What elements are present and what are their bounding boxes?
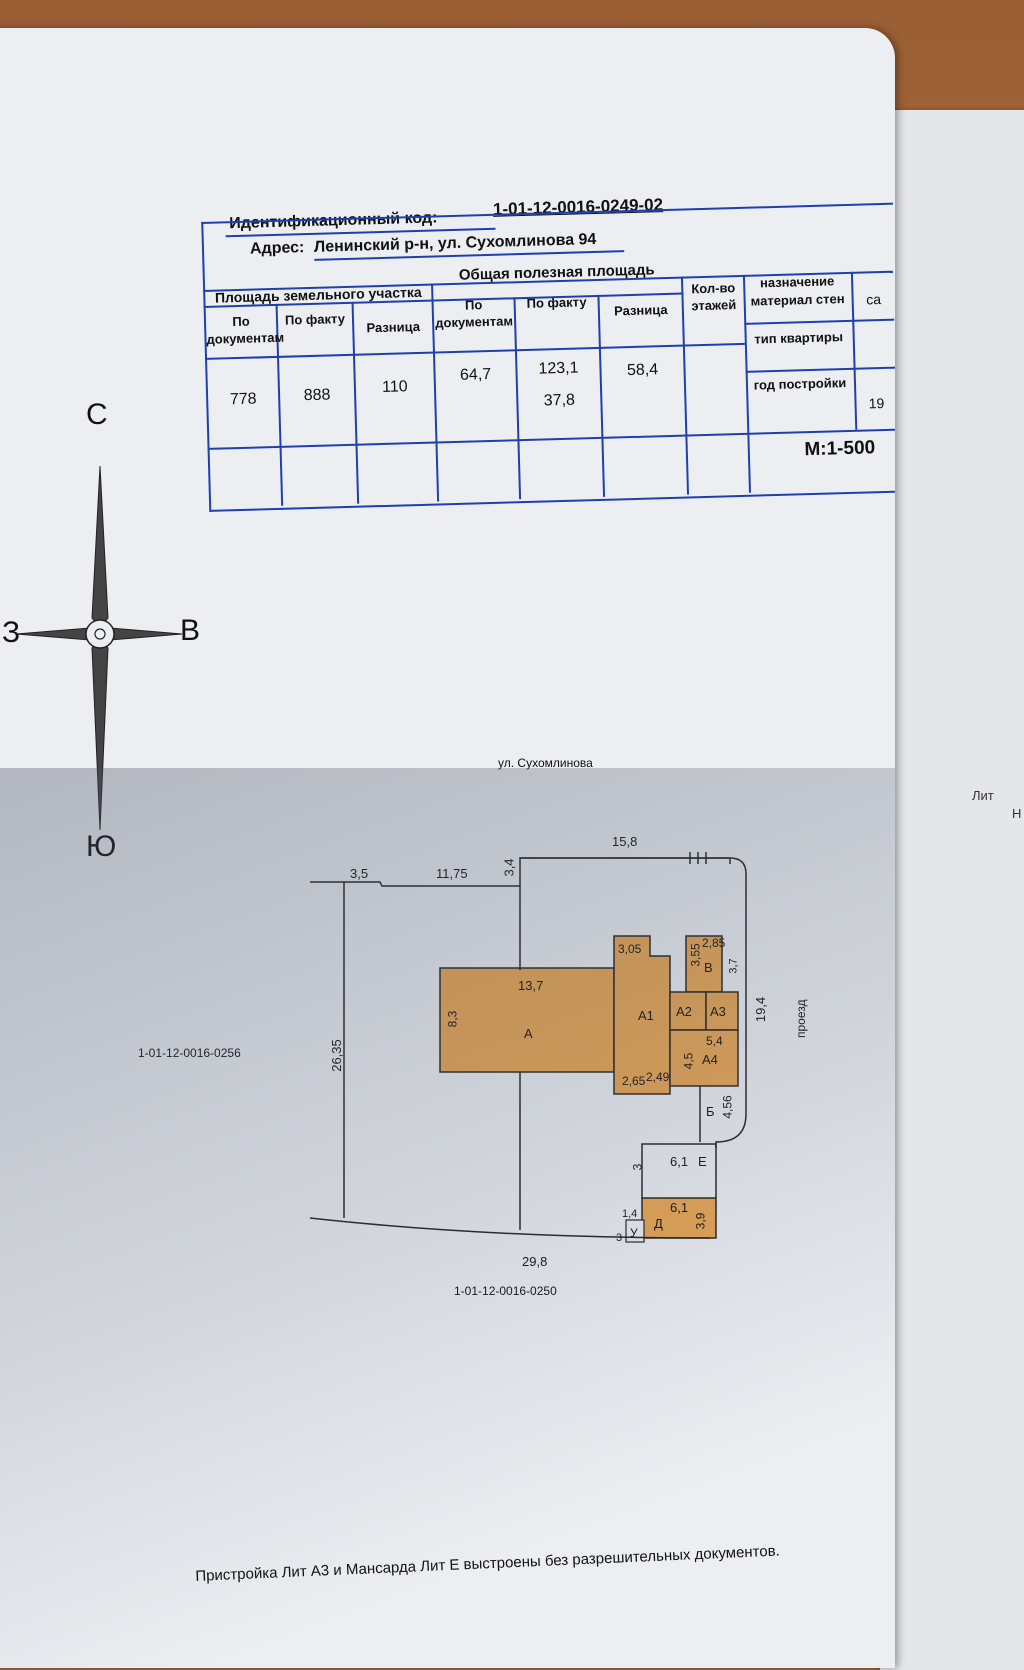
building-U bbox=[625, 1219, 645, 1243]
dim-3-b: 3 bbox=[616, 1232, 623, 1244]
lit-U: У bbox=[630, 1226, 638, 1240]
dim-3: 3 bbox=[630, 1163, 645, 1171]
lit-A3: А3 bbox=[710, 1004, 726, 1019]
dim-3-9: 3,9 bbox=[693, 1212, 708, 1230]
passport-table: Идентификационный код: 1-01-12-0016-0249… bbox=[200, 159, 895, 538]
dim-4-5: 4,5 bbox=[681, 1052, 696, 1070]
land-fact-value: 888 bbox=[303, 386, 331, 405]
scale-label: М:1-500 bbox=[804, 437, 876, 461]
useful-diff-value: 58,4 bbox=[626, 361, 659, 380]
purpose-label: назначение bbox=[759, 273, 835, 291]
dim-3-4: 3,4 bbox=[501, 858, 517, 877]
dim-4-56: 4,56 bbox=[720, 1095, 735, 1119]
dim-3-5: 3,5 bbox=[350, 866, 369, 881]
compass-east: В bbox=[180, 614, 201, 647]
next-page-lit: Лит bbox=[972, 788, 994, 803]
dim-8-3: 8,3 bbox=[445, 1010, 460, 1028]
land-diff-value: 110 bbox=[381, 378, 408, 396]
street-label: ул. Сухомлинова bbox=[498, 756, 593, 770]
compass-rose bbox=[15, 465, 183, 831]
compass-north: С bbox=[86, 398, 108, 431]
dim-3-7: 3,7 bbox=[727, 958, 740, 974]
dim-3-05: 3,05 bbox=[618, 942, 642, 956]
building-A1 bbox=[613, 935, 671, 1095]
compass-west: З bbox=[2, 616, 21, 649]
neighbor-south-label: 1-01-12-0016-0250 bbox=[454, 1284, 557, 1298]
dim-5-4: 5,4 bbox=[706, 1034, 723, 1048]
table-frame bbox=[201, 202, 895, 512]
build-year-label: год постройки bbox=[753, 375, 847, 393]
lit-A: А bbox=[524, 1026, 533, 1041]
build-year-value: 19 bbox=[868, 394, 885, 412]
building-A4 bbox=[669, 1029, 739, 1087]
useful-diff-header: Разница bbox=[613, 301, 668, 319]
building-D bbox=[641, 1197, 717, 1239]
site-plan-drawing bbox=[309, 852, 747, 1243]
building-A3 bbox=[705, 991, 739, 1031]
compass-center bbox=[85, 619, 115, 649]
dim-19-4: 19,4 bbox=[753, 996, 769, 1023]
dim-11-75: 11,75 bbox=[436, 866, 468, 881]
apartment-type-label: тип квартиры bbox=[754, 329, 844, 347]
footnote: Пристройка Лит А3 и Мансарда Лит Е выстр… bbox=[195, 1542, 781, 1585]
lit-B-building: В bbox=[704, 960, 713, 975]
compass-south-arm bbox=[91, 637, 109, 831]
lit-A1: А1 bbox=[638, 1008, 654, 1023]
dim-3-55: 3,55 bbox=[688, 943, 703, 967]
document-page: Идентификационный код: 1-01-12-0016-0249… bbox=[0, 28, 895, 1668]
dim-29-8: 29,8 bbox=[522, 1254, 548, 1269]
compass-north-arm bbox=[91, 465, 109, 629]
useful-docs-header: По документам bbox=[435, 297, 514, 331]
land-diff-header: Разница bbox=[366, 318, 421, 336]
dim-top: 15,8 bbox=[612, 834, 638, 849]
lit-D: Д bbox=[654, 1216, 663, 1231]
dim-2-65: 2,65 bbox=[622, 1074, 646, 1088]
useful-fact-value: 123,1 bbox=[538, 359, 579, 378]
useful-fact-value-2: 37,8 bbox=[543, 391, 576, 410]
dim-6-1-d: 6,1 bbox=[670, 1200, 689, 1215]
wall-material-label: материал стен bbox=[750, 291, 845, 309]
next-page: Лит Н bbox=[880, 110, 1024, 1670]
land-docs-header: По документам bbox=[206, 313, 285, 347]
dim-2-49: 2,49 bbox=[646, 1070, 670, 1084]
site-plan: 15,8 3,5 11,75 3,4 26,35 29,8 19,4 4,56 … bbox=[290, 798, 810, 1318]
purpose-value: са bbox=[866, 291, 882, 308]
compass-south: Ю bbox=[86, 830, 117, 863]
neighbor-west-label: 1-01-12-0016-0256 bbox=[138, 1046, 241, 1060]
useful-fact-header: По факту bbox=[526, 294, 587, 311]
land-fact-header: По факту bbox=[284, 311, 346, 328]
lit-A2: А2 bbox=[676, 1004, 692, 1019]
dim-2-85: 2,85 bbox=[702, 936, 726, 950]
dim-26-35: 26,35 bbox=[328, 1039, 344, 1072]
lit-B-yard: Б bbox=[706, 1104, 715, 1119]
lit-E: Е bbox=[698, 1154, 707, 1169]
next-page-n: Н bbox=[1012, 806, 1022, 821]
land-docs-value: 778 bbox=[229, 390, 257, 409]
dim-1-4: 1,4 bbox=[622, 1208, 638, 1220]
useful-docs-value: 64,7 bbox=[459, 365, 492, 384]
dim-13-7: 13,7 bbox=[518, 978, 544, 993]
lit-A4: А4 bbox=[702, 1052, 718, 1067]
floors-header: Кол-во этажей bbox=[691, 280, 737, 314]
dim-6-1-e: 6,1 bbox=[670, 1154, 689, 1169]
